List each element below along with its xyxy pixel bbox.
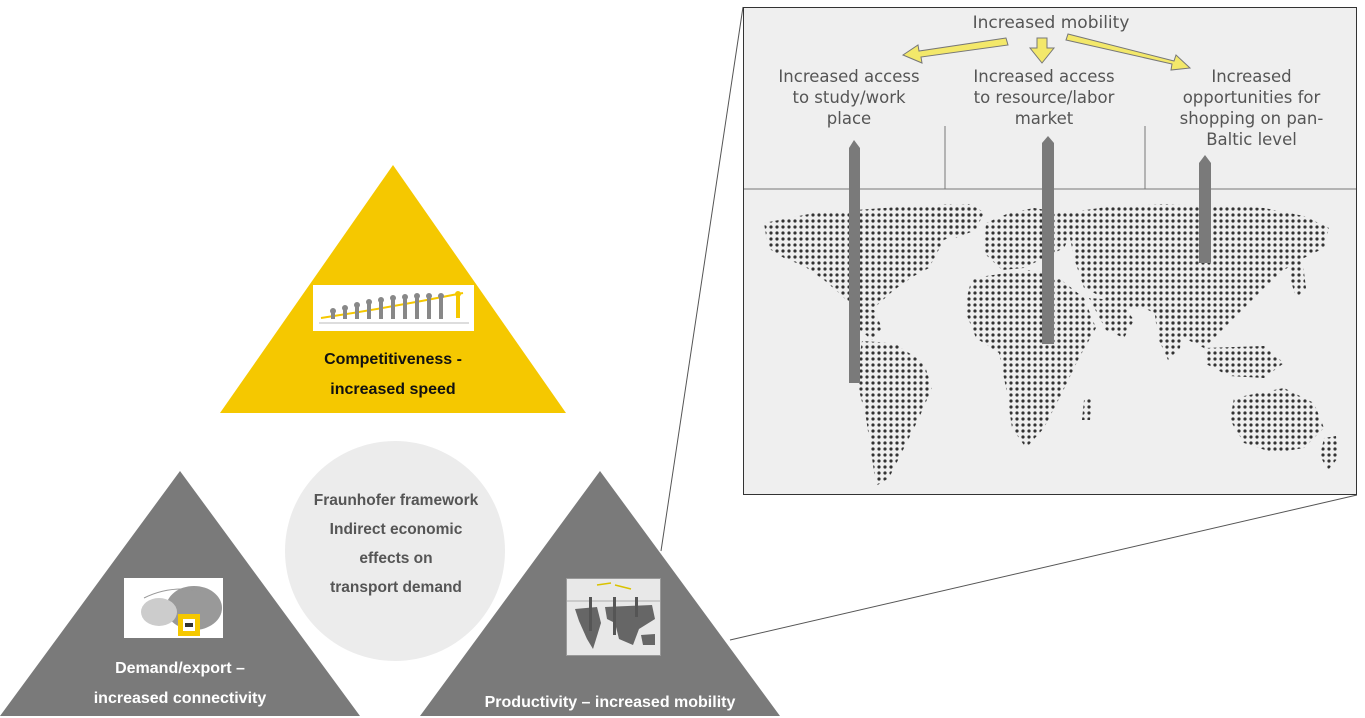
- column-3-line-4: Baltic level: [1206, 130, 1297, 149]
- framework-line-3: effects on: [359, 550, 433, 567]
- column-study-work: Increased access to study/work place: [754, 66, 944, 129]
- column-3-line-1: Increased: [1211, 67, 1292, 86]
- dotted-world-map: [764, 204, 1338, 486]
- productivity-line-1: Productivity – increased mobility: [484, 694, 736, 711]
- column-resource-labor: Increased access to resource/labor marke…: [949, 66, 1139, 129]
- column-2-line-1: Increased access: [973, 67, 1115, 86]
- column-2-line-3: market: [1014, 109, 1074, 128]
- framework-line-1: Fraunhofer framework: [313, 492, 479, 509]
- mobility-diagram-panel: Increased mobility: [743, 7, 1357, 495]
- framework-line-4: transport demand: [330, 579, 462, 596]
- mobility-title: Increased mobility: [972, 13, 1130, 33]
- mobility-diagram-graphics: [744, 33, 1356, 486]
- productivity-label: Productivity – increased mobility: [430, 688, 790, 718]
- column-1-line-1: Increased access: [778, 67, 920, 86]
- column-shopping: Increased opportunities for shopping on …: [1149, 66, 1354, 150]
- column-pillars: [849, 136, 1211, 383]
- demand-label: Demand/export – increased connectivity: [30, 654, 330, 714]
- competitiveness-line-1: Competitiveness -: [324, 351, 462, 368]
- evolution-runner-thumbnail-icon: [313, 285, 474, 331]
- framework-line-2: Indirect economic: [329, 521, 463, 538]
- column-1-line-3: place: [826, 109, 872, 128]
- competitiveness-label: Competitiveness - increased speed: [270, 345, 516, 405]
- demand-line-1: Demand/export –: [115, 660, 245, 677]
- column-1-line-2: to study/work: [792, 88, 906, 107]
- column-3-line-2: opportunities for: [1182, 88, 1321, 107]
- competitiveness-line-2: increased speed: [330, 381, 456, 398]
- column-2-line-2: to resource/labor: [973, 88, 1115, 107]
- column-3-line-3: shopping on pan-: [1179, 109, 1324, 128]
- mobility-map-thumbnail-icon: [566, 578, 661, 656]
- yellow-arrows: [901, 33, 1192, 71]
- demand-line-2: increased connectivity: [93, 690, 267, 707]
- framework-label: Fraunhofer framework Indirect economic e…: [282, 486, 510, 602]
- framework-circle: [285, 441, 505, 661]
- connectivity-map-thumbnail-icon: [124, 578, 223, 638]
